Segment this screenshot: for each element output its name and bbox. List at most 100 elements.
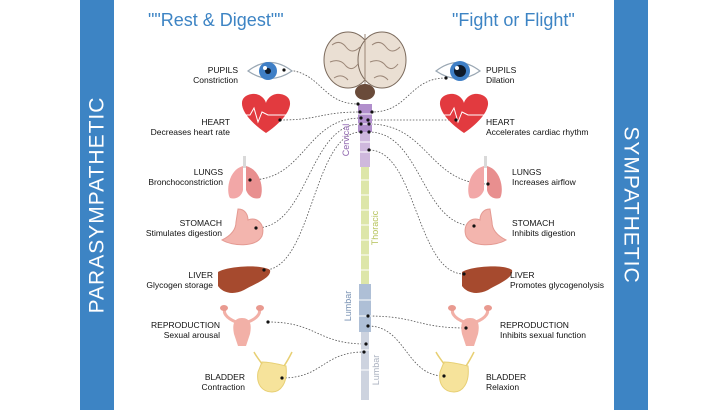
connection-symp-pupils [371,77,447,113]
symp-organ-bladder: BLADDER [486,372,527,382]
para-label-heart: HEART Decreases heart rate [151,117,230,137]
para-organ-reproduction: REPRODUCTION [151,320,220,330]
lumbar-label: Lumbar [343,291,353,322]
rest-digest-headline: ""Rest & Digest"" [148,10,284,30]
symp-effect-stomach: Inhibits digestion [512,228,576,238]
dot-symp-lungs-spine [367,122,371,126]
left-eye-icon [246,61,294,80]
symp-effect-reproduction: Inhibits sexual function [500,330,586,340]
dot-symp-reproduction-organ [464,326,468,330]
connection-symp-bladder [367,325,445,377]
symp-effect-liver: Promotes glycogenolysis [510,280,605,290]
para-organ-lungs: LUNGS [193,167,223,177]
connection-para-pupils [283,69,359,105]
left-heart-icon [240,93,292,133]
cervical-label: Cervical [341,124,351,157]
right-bladder-icon [435,351,475,393]
para-effect-stomach: Stimulates digestion [145,228,222,238]
para-effect-liver: Glycogen storage [146,280,213,290]
lumbar-segment [359,284,371,332]
para-label-pupils: PUPILS Constriction [193,65,238,85]
symp-label-stomach: STOMACH Inhibits digestion [512,218,575,238]
para-organ-liver: LIVER [188,270,213,280]
connection-symp-liver [368,149,465,275]
para-effect-reproduction: Sexual arousal [163,330,220,340]
dot-para-stomach-organ [254,226,258,230]
dot-symp-lungs-organ [486,182,490,186]
sympathetic-bar [614,0,648,410]
para-effect-pupils: Constriction [193,75,238,85]
symp-label-lungs: LUNGS Increases airflow [512,167,576,187]
spinal-cord [358,104,372,400]
symp-label-bladder: BLADDER Relaxion [486,372,526,392]
symp-organ-reproduction: REPRODUCTION [500,320,569,330]
left-stomach-icon [220,208,264,246]
right-heart-icon [439,93,490,133]
dot-para-heart-spine [358,110,362,114]
left-bladder-icon [253,351,293,393]
dot-symp-pupils-spine [370,110,374,114]
symp-effect-lungs: Increases airflow [512,177,576,187]
dot-para-pupils-organ [282,68,286,72]
dot-symp-bladder-spine [366,324,370,328]
connection-para-reproduction [267,321,367,345]
para-organ-pupils: PUPILS [207,65,238,75]
para-organ-stomach: STOMACH [179,218,222,228]
right-uterus-icon [448,305,492,346]
symp-label-pupils: PUPILS Dilation [486,65,516,85]
dot-symp-liver-organ [462,272,466,276]
connection-para-bladder [281,351,365,379]
brain-icon [323,31,407,100]
nerve-connections [249,69,489,379]
dot-symp-stomach-organ [472,224,476,228]
connection-symp-stomach [368,131,475,227]
dot-para-bladder-organ [280,376,284,380]
dot-para-lungs-spine [359,116,363,120]
dot-symp-heart-organ [454,118,458,122]
connection-para-stomach [255,123,362,229]
dot-para-bladder-spine [362,350,366,354]
symp-label-reproduction: REPRODUCTION Inhibits sexual function [500,320,586,340]
connection-para-liver [263,131,362,271]
connection-symp-lungs [368,123,489,185]
symp-effect-pupils: Dilation [486,75,515,85]
dot-symp-pupils-organ [444,76,448,80]
symp-organ-pupils: PUPILS [486,65,517,75]
para-label-lungs: LUNGS Bronchoconstriction [148,167,223,187]
dot-para-reproduction-organ [266,320,270,324]
para-label-bladder: BLADDER Contraction [202,372,245,392]
symp-effect-bladder: Relaxion [486,382,520,392]
para-label-liver: LIVER Glycogen storage [146,270,213,290]
dot-para-lungs-organ [248,178,252,182]
dot-para-heart-organ [278,118,282,122]
left-lungs-icon [228,156,262,199]
right-eye-icon [434,61,482,81]
dot-symp-reproduction-spine [366,314,370,318]
left-uterus-icon [220,305,264,346]
dot-symp-stomach-spine [367,130,371,134]
right-lungs-icon [468,156,502,199]
dot-para-liver-spine [359,130,363,134]
nerve-endpoints [248,68,490,380]
connection-para-heart [279,111,361,121]
dot-para-pupils-spine [356,102,360,106]
cervical-lower-segment [360,132,370,167]
para-effect-lungs: Bronchoconstriction [148,177,223,187]
para-effect-heart: Decreases heart rate [150,127,230,137]
thoracic-label: Thoracic [370,210,380,245]
para-effect-bladder: Contraction [201,382,245,392]
left-liver-icon [218,266,271,293]
lumbar-lower-segment [361,332,369,400]
fight-flight-headline: "Fight or Flight" [452,10,575,30]
dot-para-reproduction-spine [364,342,368,346]
right-liver-icon [462,266,513,293]
para-label-stomach: STOMACH Stimulates digestion [146,218,222,238]
dot-para-stomach-spine [359,122,363,126]
symp-effect-heart: Accelerates cardiac rhythm [486,127,589,137]
dot-symp-liver-spine [367,148,371,152]
right-stomach-icon [464,208,508,246]
dot-para-liver-organ [262,268,266,272]
parasympathetic-bar [80,0,114,410]
